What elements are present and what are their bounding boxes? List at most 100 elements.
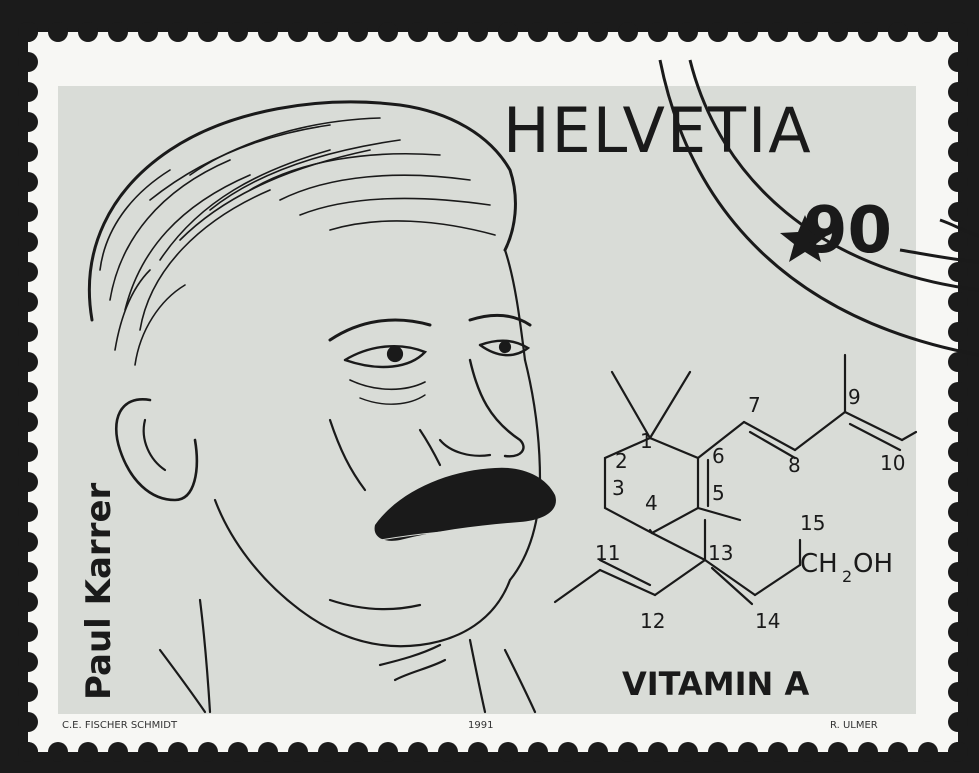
perforation-hole [18, 112, 38, 132]
perforation-hole [948, 232, 968, 252]
perforation-hole [948, 412, 968, 432]
perforation-hole [18, 202, 38, 222]
perforation-hole [918, 742, 938, 762]
hydroxymethyl-group: CH 2 OH [800, 549, 893, 586]
carbon-label-8: 8 [788, 453, 801, 477]
perforation-hole [168, 22, 188, 42]
carbon-label-4: 4 [645, 491, 658, 515]
portrait-drawing [87, 100, 542, 714]
perforation-hole [948, 52, 968, 72]
perforation-hole [948, 562, 968, 582]
perforation-hole [948, 112, 968, 132]
perforation-hole [18, 712, 38, 732]
perforation-hole [18, 532, 38, 552]
perforation-hole [18, 82, 38, 102]
vitamin-label: VITAMIN A [622, 665, 809, 703]
perforation-hole [18, 502, 38, 522]
perforation-hole [678, 742, 698, 762]
perforation-hole [948, 682, 968, 702]
perforation-hole [18, 322, 38, 342]
perforation-hole [228, 22, 248, 42]
perforation-hole [678, 22, 698, 42]
perforation-hole [948, 532, 968, 552]
perforation-hole [258, 22, 278, 42]
perforation-hole [348, 22, 368, 42]
stamp-perforations [18, 22, 968, 762]
perforation-hole [18, 52, 38, 72]
perforation-hole [708, 742, 728, 762]
perforation-hole [498, 22, 518, 42]
formula-subscript: 2 [842, 567, 852, 586]
perforation-hole [198, 742, 218, 762]
formula-oh: OH [853, 549, 893, 579]
perforation-hole [138, 742, 158, 762]
carbon-label-10: 10 [880, 451, 905, 475]
perforation-hole [948, 442, 968, 462]
perforation-hole [948, 502, 968, 522]
perforation-hole [618, 22, 638, 42]
perforation-hole [828, 22, 848, 42]
perforation-hole [18, 22, 38, 42]
perforation-hole [18, 652, 38, 672]
postmark-star [780, 215, 830, 262]
perforation-hole [18, 472, 38, 492]
perforation-hole [948, 22, 968, 42]
perforation-hole [378, 742, 398, 762]
perforation-hole [498, 742, 518, 762]
perforation-hole [18, 742, 38, 762]
perforation-hole [138, 22, 158, 42]
perforation-hole [888, 22, 908, 42]
perforation-hole [948, 472, 968, 492]
perforation-hole [948, 172, 968, 192]
perforation-hole [528, 22, 548, 42]
perforation-hole [168, 742, 188, 762]
perforation-hole [948, 262, 968, 282]
perforation-hole [828, 742, 848, 762]
perforation-hole [708, 22, 728, 42]
perforation-hole [348, 742, 368, 762]
carbon-label-11: 11 [595, 541, 620, 565]
perforation-hole [948, 82, 968, 102]
perforation-hole [948, 712, 968, 732]
perforation-hole [108, 742, 128, 762]
perforation-hole [18, 292, 38, 312]
perforation-hole [48, 22, 68, 42]
perforation-hole [18, 142, 38, 162]
carbon-label-13: 13 [708, 541, 733, 565]
perforation-hole [648, 22, 668, 42]
perforation-hole [888, 742, 908, 762]
perforation-hole [558, 742, 578, 762]
carbon-numbers: 1 2 3 4 5 6 7 8 9 10 11 12 13 14 15 [595, 385, 905, 633]
perforation-hole [948, 622, 968, 642]
perforation-hole [798, 742, 818, 762]
perforation-hole [528, 742, 548, 762]
perforation-hole [648, 742, 668, 762]
carbon-label-6: 6 [712, 444, 725, 468]
perforation-hole [948, 292, 968, 312]
perforation-hole [438, 742, 458, 762]
moustache [374, 467, 556, 541]
perforation-hole [948, 592, 968, 612]
perforation-hole [18, 262, 38, 282]
carbon-label-3: 3 [612, 476, 625, 500]
perforation-hole [948, 652, 968, 672]
carbon-label-1: 1 [640, 429, 653, 453]
perforation-hole [18, 172, 38, 192]
perforation-hole [918, 22, 938, 42]
perforation-hole [18, 352, 38, 372]
person-name: Paul Karrer [79, 482, 119, 700]
carbon-label-2: 2 [615, 449, 628, 473]
country-name: HELVETIA [503, 94, 813, 167]
perforation-hole [948, 352, 968, 372]
perforation-hole [948, 322, 968, 342]
perforation-hole [198, 22, 218, 42]
perforation-hole [18, 412, 38, 432]
perforation-hole [288, 22, 308, 42]
molecule-diagram [553, 353, 918, 606]
perforation-hole [18, 682, 38, 702]
perforation-hole [18, 592, 38, 612]
imprint-right: R. ULMER [830, 720, 878, 731]
formula-ch: CH [800, 549, 838, 579]
